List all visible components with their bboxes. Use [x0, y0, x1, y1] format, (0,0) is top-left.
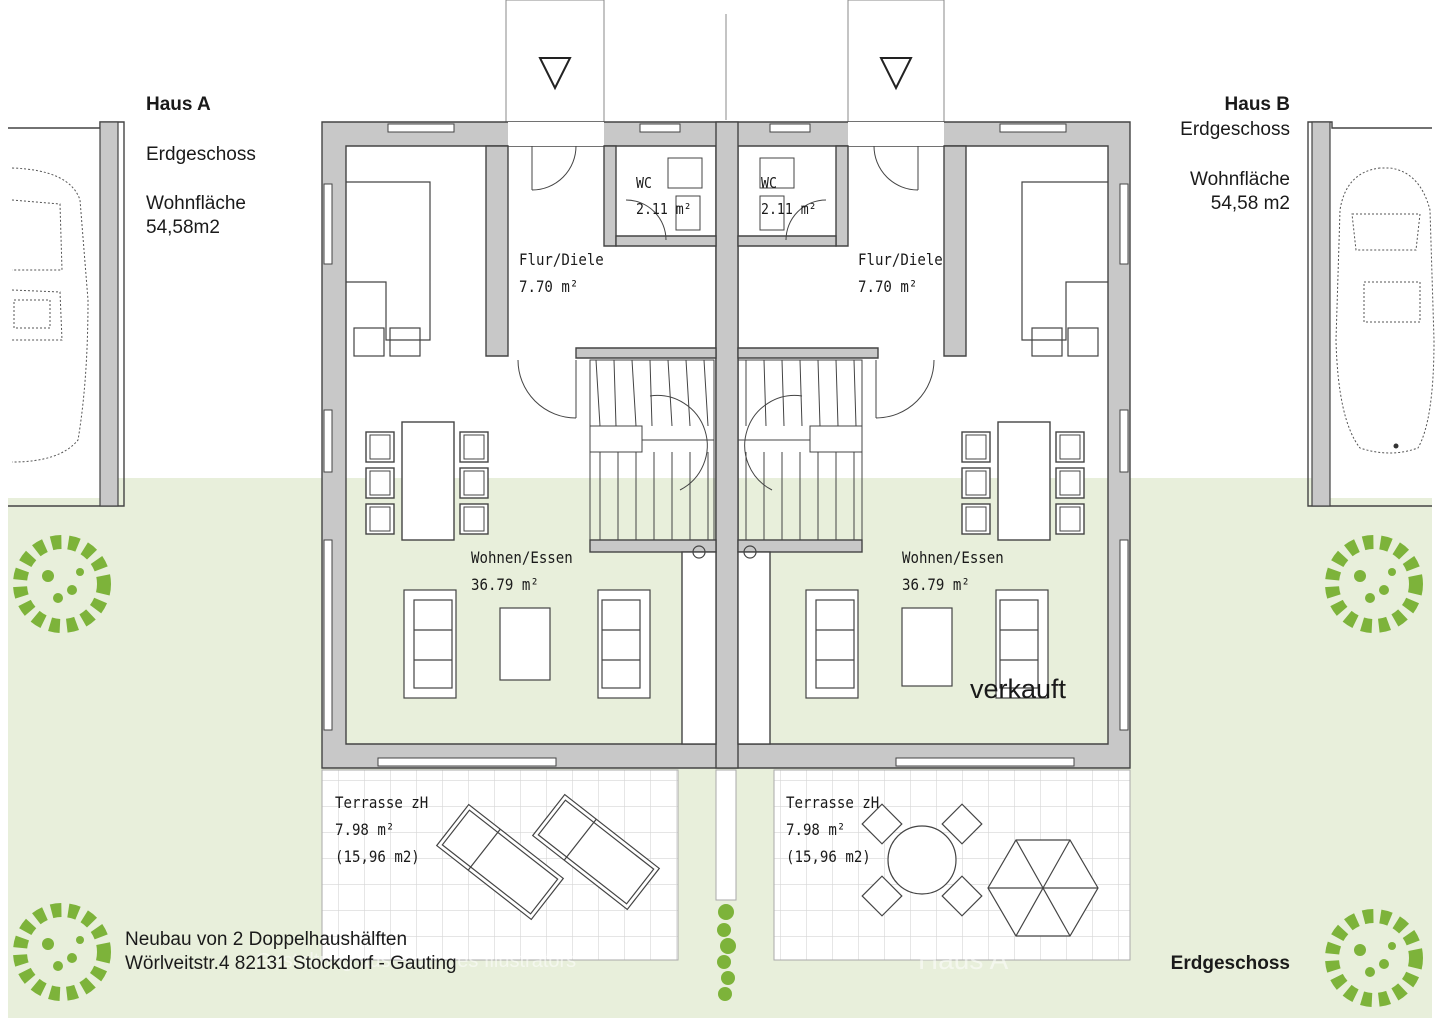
room-area-alt: (15,96 m2)	[786, 847, 871, 866]
entrance-paths	[505, 0, 945, 131]
sofa-icon	[805, 589, 1049, 699]
room-name: WC	[761, 174, 777, 192]
staircase-b	[737, 359, 863, 541]
house-a-title: Haus A	[146, 94, 211, 115]
house-a-area-value: 54,58m2	[146, 217, 220, 238]
room-area: 2.11 m²	[636, 200, 692, 218]
room-area: 7.70 m²	[858, 277, 918, 296]
watermark-text: Gestaltung aus Sicht des Illustrators	[256, 950, 577, 972]
kitchen-b	[1021, 181, 1108, 357]
parasol-icon	[987, 839, 1099, 937]
room-area: 2.11 m²	[761, 200, 817, 218]
doors	[517, 145, 935, 419]
entry-arrow-icon	[538, 57, 572, 91]
entry-arrow-icon	[879, 57, 913, 91]
room-area: 36.79 m²	[471, 575, 539, 594]
sofa-icon	[403, 589, 651, 699]
garage-b	[1307, 121, 1435, 507]
room-b-flur: Flur/Diele 7.70 m²	[858, 246, 943, 300]
room-area: 36.79 m²	[902, 575, 970, 594]
room-name: Wohnen/Essen	[902, 548, 1004, 567]
room-a-flur: Flur/Diele 7.70 m²	[519, 246, 604, 300]
footer-floor-label: Erdgeschoss	[1170, 953, 1290, 974]
room-b-terrasse: Terrasse zH 7.98 m² (15,96 m2)	[786, 789, 879, 870]
room-name: Terrasse zH	[786, 793, 880, 812]
staircase-a	[589, 359, 715, 541]
windows	[323, 123, 1129, 767]
room-a-wohnen: Wohnen/Essen 36.79 m²	[471, 544, 573, 598]
room-a-wc: WC 2.11 m²	[636, 170, 692, 222]
kitchen-a	[346, 181, 431, 357]
garage-a	[8, 121, 125, 507]
room-b-wc: WC 2.11 m²	[761, 170, 817, 222]
house-b-title: Haus B	[1224, 94, 1290, 115]
house-a-area-label: Wohnfläche	[146, 193, 246, 214]
patio-table-icon	[861, 803, 983, 917]
dining-table-a	[365, 421, 489, 541]
car-icon	[1335, 167, 1435, 454]
dining-table-b	[961, 421, 1085, 541]
house-b-floor: Erdgeschoss	[1180, 119, 1290, 140]
sun-lounger-icon	[435, 793, 661, 921]
room-name: Wohnen/Essen	[471, 548, 573, 567]
project-title: Neubau von 2 Doppelhaushälften	[125, 929, 408, 950]
project-address: Wörlveitstr.4 82131 Stockdorf - Gauting	[125, 953, 457, 974]
room-a-terrasse: Terrasse zH 7.98 m² (15,96 m2)	[335, 789, 428, 870]
house-a-floor: Erdgeschoss	[146, 144, 256, 165]
room-b-wohnen: Wohnen/Essen 36.79 m²	[902, 544, 1004, 598]
watermark-house: Haus A	[918, 944, 1009, 975]
house-walls	[321, 121, 1131, 769]
toilet-icon	[667, 157, 795, 231]
house-b-area-label: Wohnfläche	[1190, 169, 1290, 190]
car-icon	[11, 167, 89, 463]
room-area: 7.98 m²	[335, 820, 395, 839]
room-area-alt: (15,96 m2)	[335, 847, 420, 866]
room-name: Flur/Diele	[858, 250, 943, 269]
room-name: Terrasse zH	[335, 793, 429, 812]
room-name: Flur/Diele	[519, 250, 604, 269]
room-area: 7.70 m²	[519, 277, 579, 296]
house-b-area-value: 54,58 m2	[1210, 193, 1290, 214]
sold-status-label: verkauft	[970, 674, 1067, 704]
room-area: 7.98 m²	[786, 820, 846, 839]
room-name: WC	[636, 174, 652, 192]
hedge-icon	[717, 904, 736, 1001]
